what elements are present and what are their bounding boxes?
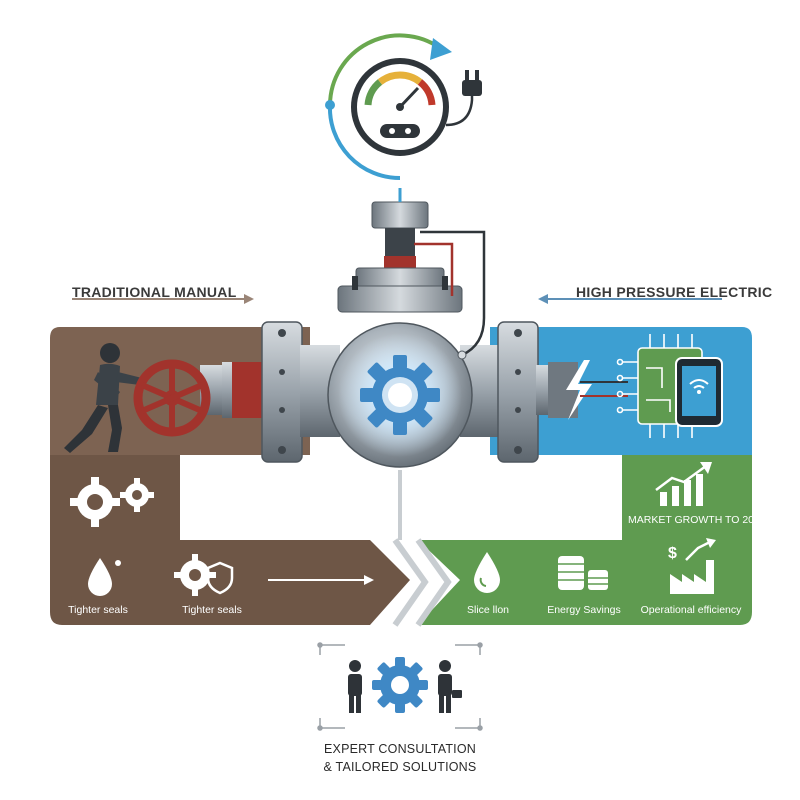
plug-icon	[445, 70, 482, 127]
traditional-arrow-icon	[72, 294, 254, 304]
traditional-manual-label: TRADITIONAL MANUAL	[72, 284, 237, 300]
central-gear-icon	[360, 355, 440, 435]
coins-icon	[558, 556, 608, 590]
slice-lion-label: Slice llon	[466, 604, 510, 616]
expert-consultation-line1: EXPERT CONSULTATION	[324, 742, 476, 756]
gears-icon	[70, 477, 154, 527]
growth-chart-icon	[655, 462, 712, 506]
electric-arrow-icon	[538, 294, 722, 304]
tighter-seals-label-2: Tighter seals	[182, 604, 242, 616]
market-growth-label: MARKET GROWTH TO 2025	[628, 514, 766, 526]
tighter-seals-label-1: Tighter seals	[68, 604, 128, 616]
tablet-wifi-icon	[675, 357, 723, 427]
operational-efficiency-label: Operational efficiency	[640, 604, 742, 616]
expert-frame	[317, 642, 483, 731]
gauge-icon	[325, 33, 452, 181]
chevron-divider	[392, 538, 452, 627]
worker-icon	[64, 343, 142, 453]
energy-savings-label: Energy Savings	[547, 604, 621, 616]
lightning-icon	[566, 360, 592, 420]
people-gear-icon	[348, 657, 462, 713]
water-drop-icon	[88, 558, 121, 596]
gear-shield-icon	[174, 554, 234, 596]
arrow-right-icon	[268, 575, 374, 585]
handwheel-icon	[133, 359, 211, 437]
benefits-panel	[418, 455, 752, 625]
svg-text:$: $	[668, 545, 677, 562]
high-pressure-electric-label: HIGH PRESSURE ELECTRIC	[576, 284, 773, 300]
water-drop-icon-2	[474, 552, 500, 593]
expert-consultation-line2: & TAILORED SOLUTIONS	[323, 760, 477, 774]
factory-icon: $	[668, 538, 716, 594]
